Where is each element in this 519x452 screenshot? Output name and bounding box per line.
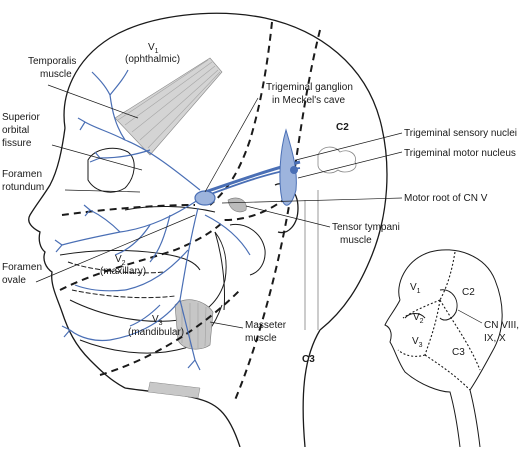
inset-c3-label: C3: [452, 347, 465, 358]
label-c3: C3: [302, 354, 315, 365]
temporalis-line1: Temporalis: [28, 56, 76, 67]
temporalis-muscle: [114, 57, 223, 156]
inset-head: [384, 249, 503, 448]
v3-desc: (mandibular): [128, 327, 184, 338]
inset-v3-label: V: [412, 336, 419, 347]
leader-lines: [35, 84, 403, 329]
tensor-tympani-line2: muscle: [340, 235, 372, 246]
label-c2: C2: [336, 122, 349, 133]
trigeminal-nuclei: [279, 128, 298, 206]
masseter-muscle: [174, 299, 214, 350]
label-v2: V2 (maxillary): [100, 254, 146, 277]
svg-text:V1: V1: [148, 42, 159, 55]
inset-cn-leader: [457, 309, 483, 324]
inset-labels: V1 V2 V3 C2 C3 CN VIII, IX, X: [410, 282, 519, 358]
superior-orbital-line3: fissure: [2, 138, 32, 149]
inset-v3-sub: 3: [419, 342, 423, 349]
label-trig-motor: Trigeminal motor nucleus: [404, 148, 516, 159]
cerebellum-outline: [317, 146, 357, 174]
label-tensor-tympani: Tensor tympani muscle: [332, 222, 400, 246]
v3-label: V: [152, 314, 159, 325]
inset-v1-sub: 1: [417, 288, 421, 295]
foramen-rotundum-line2: rotundum: [2, 182, 44, 193]
label-temporalis: Temporalis muscle: [28, 56, 76, 80]
foramen-ovale-line2: ovale: [2, 275, 26, 286]
label-v3: V3 (mandibular): [128, 314, 184, 338]
label-trig-ganglion: Trigeminal ganglion in Meckel's cave: [266, 82, 353, 106]
foramen-rotundum-line1: Foramen: [2, 169, 42, 180]
superior-orbital-line1: Superior: [2, 112, 40, 123]
foramen-ovale-line1: Foramen: [2, 262, 42, 273]
label-masseter: Masseter muscle: [245, 320, 287, 344]
inset-cn-line1: CN VIII,: [484, 320, 519, 331]
label-trig-sensory: Trigeminal sensory nuclei: [404, 128, 517, 139]
trigeminal-ganglion: [194, 190, 216, 206]
svg-text:V3: V3: [152, 314, 163, 327]
v2-desc: (maxillary): [100, 266, 146, 277]
tensor-tympani-muscle: [227, 197, 247, 213]
temporalis-line2: muscle: [40, 69, 72, 80]
v1-label: V: [148, 42, 155, 53]
inset-c2-label: C2: [462, 287, 475, 298]
inset-ear: [439, 289, 458, 321]
svg-text:V2: V2: [115, 254, 126, 267]
trig-ganglion-line2: in Meckel's cave: [272, 95, 345, 106]
inset-v1-label: V: [410, 282, 417, 293]
inset-v2-label: V: [413, 312, 420, 323]
trig-ganglion-line1: Trigeminal ganglion: [266, 82, 353, 93]
svg-text:V3: V3: [412, 336, 423, 349]
v1-subscript: 1: [155, 48, 159, 55]
masseter-line1: Masseter: [245, 320, 287, 331]
v1-desc: (ophthalmic): [125, 54, 180, 65]
head-outline: [28, 12, 388, 448]
svg-text:V1: V1: [410, 282, 421, 295]
inset-dermatome-lines: [397, 251, 481, 391]
masseter-line2: muscle: [245, 333, 277, 344]
v2-label: V: [115, 254, 122, 265]
v3-subscript: 3: [159, 320, 163, 327]
label-superior-orbital: Superior orbital fissure: [2, 112, 40, 149]
neck-muscle: [147, 381, 201, 399]
label-motor-root: Motor root of CN V: [404, 193, 488, 204]
superior-orbital-line2: orbital: [2, 125, 29, 136]
inset-v2-sub: 2: [420, 318, 424, 325]
v2-subscript: 2: [122, 260, 126, 267]
label-foramen-ovale: Foramen ovale: [2, 262, 42, 286]
label-foramen-rotundum: Foramen rotundum: [2, 169, 44, 193]
inset-cn-line2: IX, X: [484, 333, 506, 344]
label-v1: V1 (ophthalmic): [125, 42, 180, 65]
svg-text:V2: V2: [413, 312, 424, 325]
tensor-tympani-line1: Tensor tympani: [332, 222, 400, 233]
